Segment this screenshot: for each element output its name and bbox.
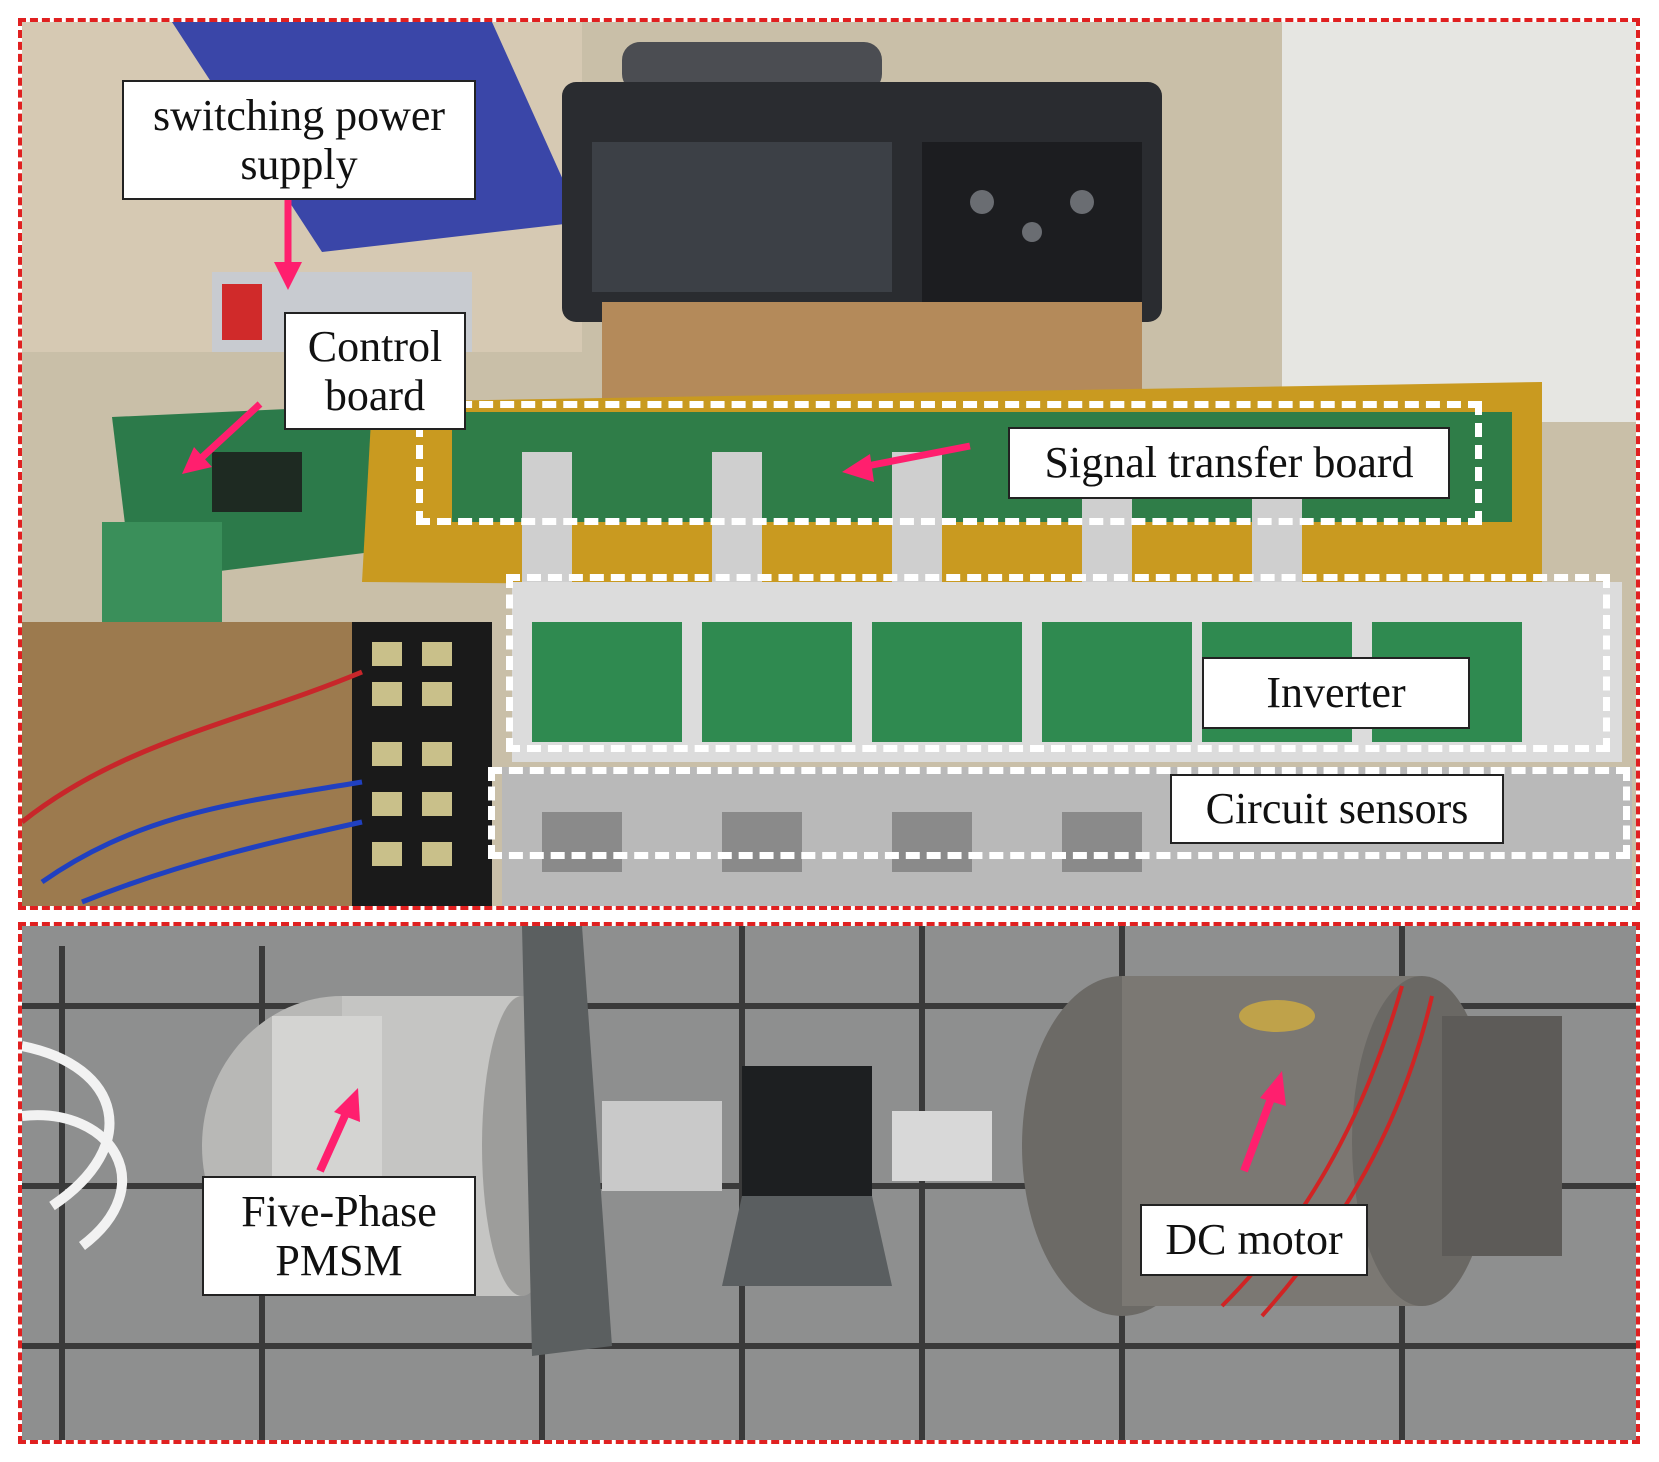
dc-motor-label: DC motor (1140, 1204, 1368, 1276)
top-photo-panel: switching power supply Control board Sig… (18, 18, 1640, 910)
oscilloscope (562, 42, 1162, 322)
control-board-label: Control board (284, 312, 466, 430)
pink-arrow-icon (316, 1088, 360, 1173)
control-board-line-1: Control (307, 321, 443, 371)
switching-power-supply-label: switching power supply (122, 80, 476, 200)
signal-transfer-board-label: Signal transfer board (1008, 427, 1450, 499)
control-board-line-2: board (324, 371, 426, 420)
five-phase-pmsm-label: Five-Phase PMSM (202, 1176, 476, 1296)
switching-power-supply-line-1: switching power (152, 90, 446, 140)
switching-power-supply-line-2: supply (240, 140, 358, 189)
signal-transfer-board-text: Signal transfer board (1044, 438, 1414, 488)
pink-arrow-icon (1240, 1071, 1286, 1173)
inverter-highlight (506, 574, 1610, 752)
pink-arrow-icon (182, 401, 263, 474)
experimental-platform-bottom-photo (22, 926, 1636, 1440)
inverter-label: Inverter (1202, 657, 1470, 729)
experimental-platform-top-photo (22, 22, 1636, 906)
pink-arrow-icon (842, 442, 971, 482)
circuit-sensors-text: Circuit sensors (1205, 784, 1469, 834)
five-phase-pmsm-line-1: Five-Phase (241, 1186, 437, 1236)
circuit-sensors-highlight (488, 767, 1630, 859)
dc-motor-text: DC motor (1165, 1215, 1343, 1265)
circuit-sensors-label: Circuit sensors (1170, 774, 1504, 844)
bottom-photo-panel: Five-Phase PMSM DC motor (18, 922, 1640, 1444)
pink-arrow-icon (274, 200, 302, 290)
signal-transfer-board-highlight (416, 401, 1482, 525)
inverter-text: Inverter (1266, 668, 1406, 718)
five-phase-pmsm-line-2: PMSM (275, 1236, 403, 1285)
